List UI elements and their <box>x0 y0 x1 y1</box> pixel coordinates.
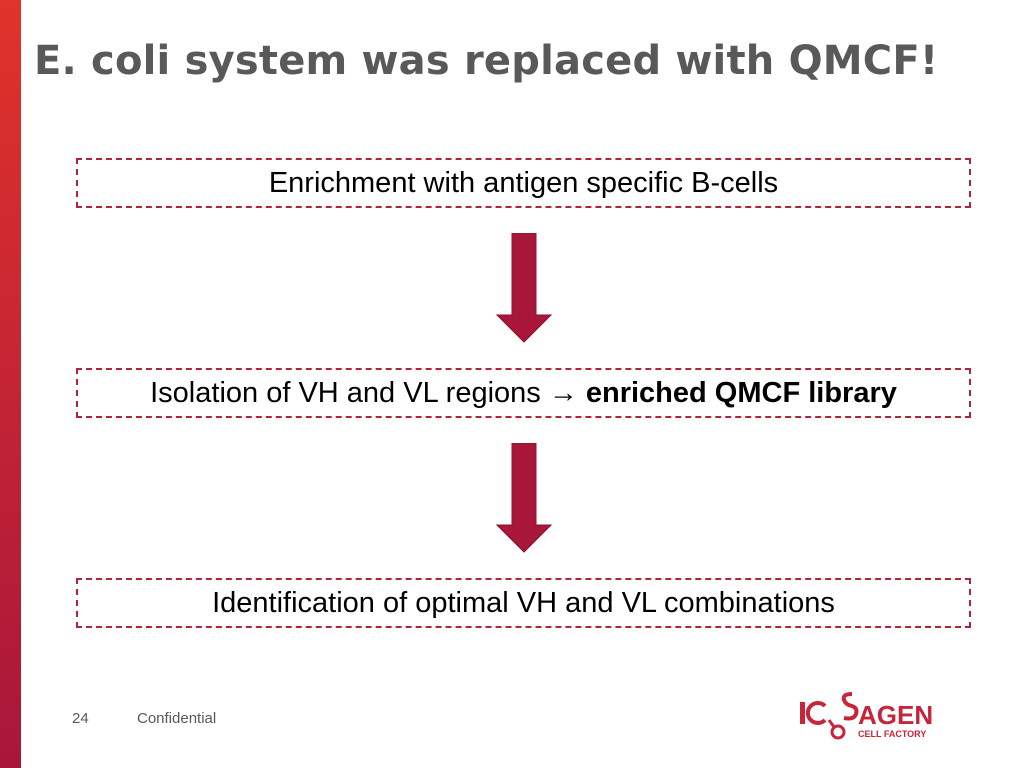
step-text-isolation: Isolation of VH and VL regions → <box>150 376 578 409</box>
side-accent-bar <box>0 0 21 768</box>
step-text-isolation-bold: enriched QMCF library <box>585 376 897 409</box>
arrow-down-icon <box>496 443 552 553</box>
step-box-identification: Identification of optimal VH and VL comb… <box>76 578 971 628</box>
arrow-down-icon <box>496 233 552 343</box>
page-number: 24 <box>72 710 89 727</box>
step-box-isolation: Isolation of VH and VL regions → enriche… <box>76 368 971 418</box>
step-text-enrichment: Enrichment with antigen specific B-cells <box>268 166 779 199</box>
svg-text:CELL FACTORY: CELL FACTORY <box>858 729 926 739</box>
step-text-identification: Identification of optimal VH and VL comb… <box>212 586 835 619</box>
step-box-enrichment: Enrichment with antigen specific B-cells <box>76 158 971 208</box>
slide-title: E. coli system was replaced with QMCF! <box>34 38 939 84</box>
svg-text:AGEN: AGEN <box>858 700 933 730</box>
footer-confidential: Confidential <box>137 710 217 727</box>
icosagen-logo: AGEN CELL FACTORY <box>800 692 933 740</box>
